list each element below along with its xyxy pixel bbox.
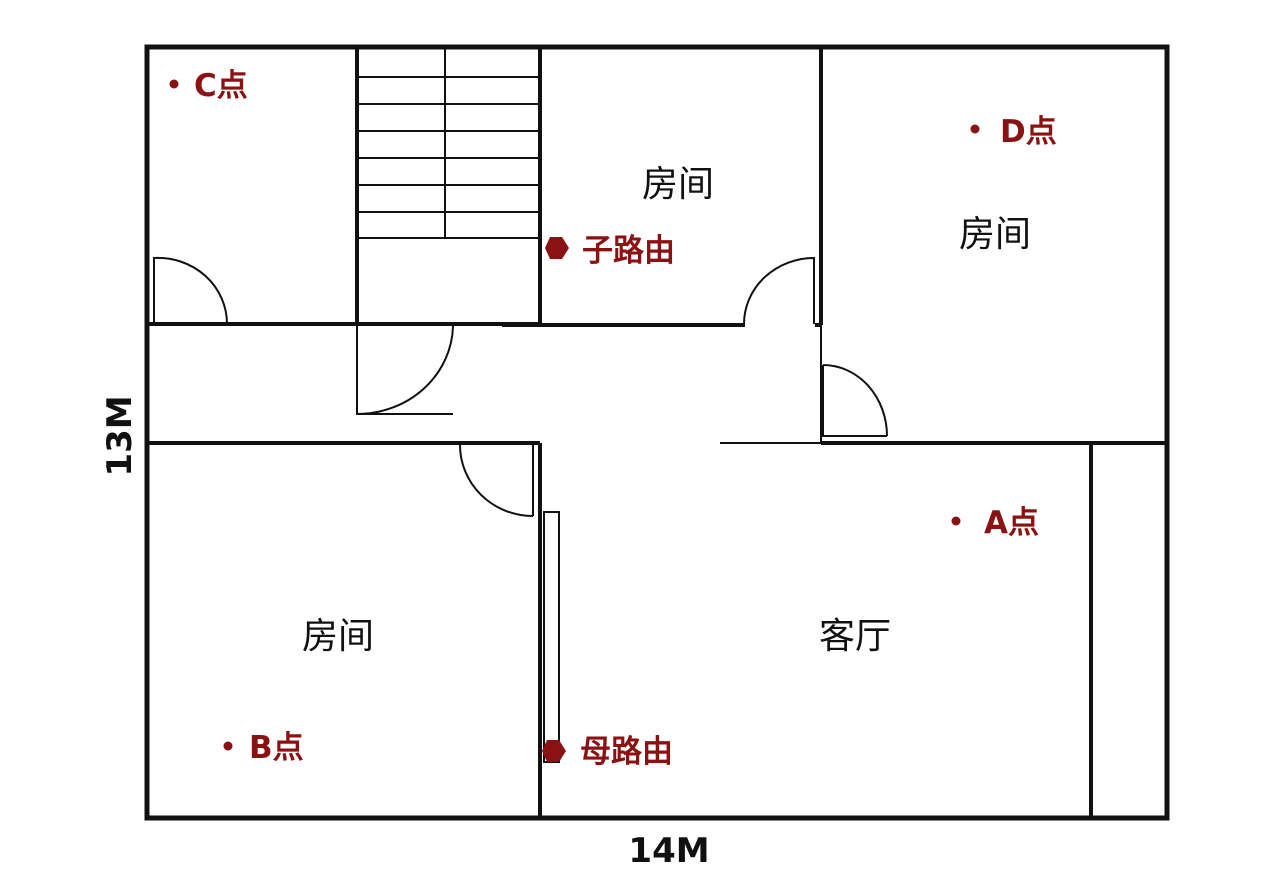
sub-router-label: 子路由 [582,233,675,269]
sub-router: 子路由 [545,233,675,269]
point-c-label: C点 [194,68,248,104]
point-d-label: D点 [1000,114,1057,150]
main-router-label: 母路由 [580,734,673,770]
thin-partitions [502,325,822,763]
dimension-height: 13M [100,395,140,476]
point-a-label: A点 [984,505,1039,541]
door-top-room [743,256,815,325]
point-c-dot [169,79,179,89]
test-point-c: C点 [169,68,248,104]
test-point-a: A点 [951,505,1039,541]
room-label-living: 客厅 [819,616,891,657]
interior-walls [147,47,1167,818]
room-label-bottom-left: 房间 [302,616,374,657]
door-hall-left [356,325,454,415]
door-bottom-left-room [459,444,534,517]
main-router: 母路由 [542,734,673,770]
point-b-label: B点 [249,730,304,766]
room-label-right: 房间 [959,214,1031,255]
staircase [357,47,540,239]
door-c-room [153,256,229,325]
test-point-b: B点 [223,730,304,766]
sub-router-icon [545,237,569,259]
test-point-d: D点 [970,114,1057,150]
main-router-icon [542,740,566,762]
door-right-room [822,364,888,437]
point-a-dot [951,516,961,526]
outer-wall [144,44,1170,821]
point-d-dot [970,124,980,134]
point-b-dot [223,741,233,751]
room-label-top: 房间 [642,164,714,205]
dimension-width: 14M [628,831,709,871]
doors [153,256,888,517]
